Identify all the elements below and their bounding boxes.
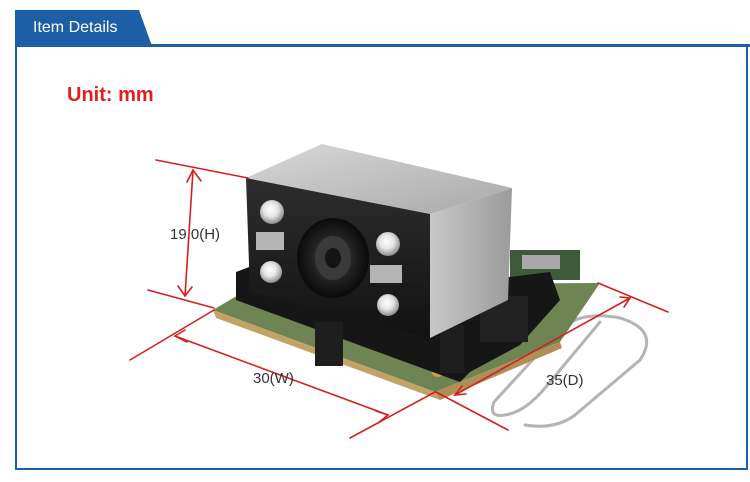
height-dimension-label: 19.0(H) [170, 226, 221, 243]
tab-underline [15, 44, 750, 47]
content-frame [15, 46, 748, 470]
dimension-lines [129, 159, 669, 439]
depth-dimension-label: 35(D) [546, 372, 584, 389]
unit-label: Unit: mm [67, 84, 154, 106]
led-lights [256, 200, 402, 316]
tab-item-details[interactable]: Item Details [15, 10, 152, 46]
header-bar: Item Details [0, 0, 750, 47]
lens [297, 218, 369, 298]
paper-clip [490, 314, 649, 428]
width-dimension-label: 30(W) [253, 370, 294, 387]
